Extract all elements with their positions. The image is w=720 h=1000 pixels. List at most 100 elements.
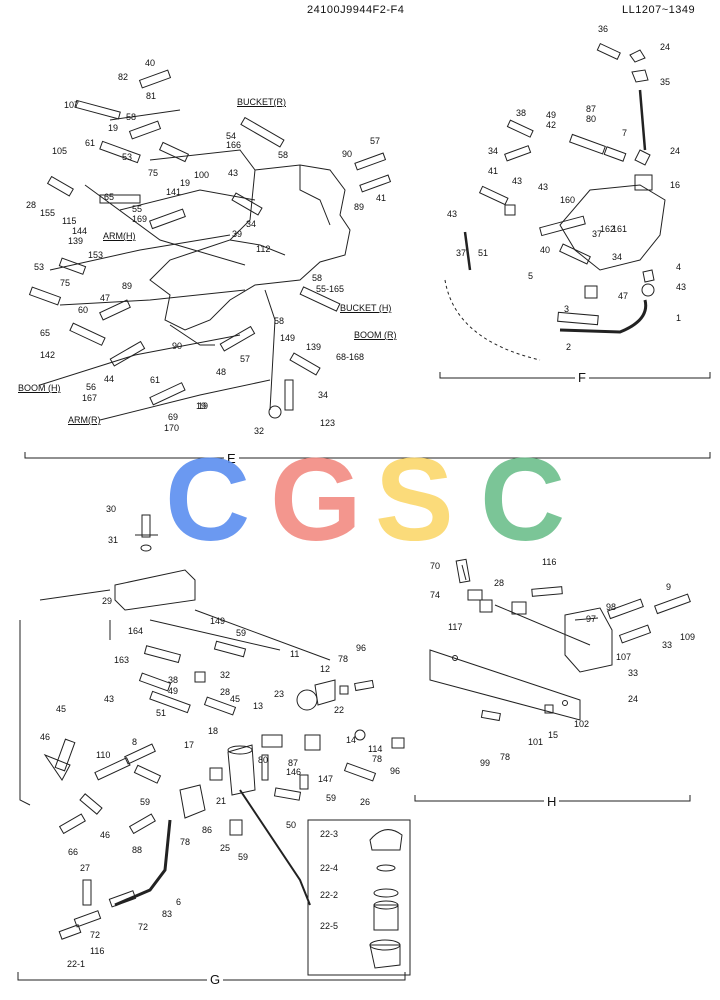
callout-number: 90 [172, 341, 182, 351]
callout-number: 96 [356, 643, 366, 653]
callout-number: 28 [220, 687, 230, 697]
callout-number: 35 [660, 77, 670, 87]
callout-number: 149 [210, 616, 225, 626]
callout-number: 60 [78, 305, 88, 315]
callout-number: 55-165 [316, 284, 344, 294]
callout-number: 32 [220, 670, 230, 680]
callout-number: 80 [258, 755, 268, 765]
callout-number: 75 [60, 278, 70, 288]
callout-number: 31 [108, 535, 118, 545]
callout-number: 100 [194, 170, 209, 180]
callout-number: 26 [360, 797, 370, 807]
callout-number: 61 [150, 375, 160, 385]
callout-number: 56 [86, 382, 96, 392]
callout-number: 105 [52, 146, 67, 156]
callout-number: 18 [208, 726, 218, 736]
callout-number: 4 [676, 262, 681, 272]
callout-number: 107 [616, 652, 631, 662]
callout-number: 116 [90, 946, 104, 956]
callout-number: 43 [228, 168, 238, 178]
callout-number: 80 [586, 114, 596, 124]
label-bucket-h: BUCKET (H) [340, 303, 392, 313]
callout-number: 39 [232, 229, 242, 239]
callout-number: 34 [488, 146, 498, 156]
callout-number: 43 [104, 694, 114, 704]
callout-number: 9 [666, 582, 671, 592]
callout-number: 82 [118, 72, 128, 82]
callout-number: 69 [168, 412, 178, 422]
callout-number: 163 [114, 655, 129, 665]
callout-number: 19 [180, 178, 190, 188]
callout-number: 27 [80, 863, 90, 873]
callout-number: 44 [104, 374, 114, 384]
callout-number: 116 [542, 557, 556, 567]
callout-number: 25 [220, 843, 230, 853]
callout-number: 58 [312, 273, 322, 283]
label-boom-h: BOOM (H) [18, 383, 61, 393]
callout-number: 38 [168, 675, 178, 685]
callout-number: 8 [132, 737, 137, 747]
watermark-letter: C [480, 445, 565, 555]
callout-number: 49 [168, 686, 178, 696]
callout-number: 147 [318, 774, 333, 784]
callout-number: 5 [528, 271, 533, 281]
callout-number: 86 [202, 825, 212, 835]
drawing-number: 24100J9944F2-F4 [307, 4, 405, 16]
callout-number: 65 [104, 192, 114, 202]
callout-number: 41 [488, 166, 498, 176]
callout-number: 22-4 [320, 863, 338, 873]
callout-number: 164 [128, 626, 143, 636]
callout-number: 160 [560, 195, 575, 205]
callout-number: 107 [64, 100, 79, 110]
callout-number: 78 [180, 837, 190, 847]
section-label-f: F [575, 370, 589, 385]
callout-number: 17 [184, 740, 194, 750]
serial-range: LL1207~1349 [622, 4, 696, 16]
callout-number: 97 [586, 614, 596, 624]
watermark-letter: S [375, 445, 454, 555]
callout-number: 139 [68, 236, 83, 246]
callout-number: 142 [40, 350, 55, 360]
callout-number: 19 [198, 401, 208, 411]
callout-number: 43 [447, 209, 457, 219]
callout-number: 40 [540, 245, 550, 255]
callout-number: 22 [334, 705, 344, 715]
watermark-letter: C [165, 445, 250, 555]
callout-number: 96 [390, 766, 400, 776]
callout-number: 59 [326, 793, 336, 803]
callout-number: 170 [164, 423, 179, 433]
callout-number: 70 [430, 561, 440, 571]
callout-number: 16 [670, 180, 680, 190]
callout-number: 65 [40, 328, 50, 338]
callout-number: 7 [622, 128, 627, 138]
callout-number: 112 [256, 244, 270, 254]
callout-number: 169 [132, 214, 147, 224]
callout-number: 54 [226, 131, 236, 141]
callout-number: 59 [236, 628, 246, 638]
callout-number: 78 [338, 654, 348, 664]
callout-number: 40 [145, 58, 155, 68]
callout-number: 34 [318, 390, 328, 400]
callout-number: 139 [306, 342, 321, 352]
callout-number: 2 [566, 342, 571, 352]
callout-number: 49 [546, 110, 556, 120]
callout-number: 74 [430, 590, 440, 600]
callout-number: 13 [253, 701, 263, 711]
callout-number: 47 [618, 291, 628, 301]
callout-number: 21 [216, 796, 226, 806]
callout-number: 110 [96, 750, 110, 760]
callout-number: 50 [286, 820, 296, 830]
callout-number: 78 [372, 754, 382, 764]
callout-number: 115 [62, 216, 76, 226]
callout-number: 46 [40, 732, 50, 742]
callout-number: 34 [246, 219, 256, 229]
label-bucket-r: BUCKET(R) [237, 97, 286, 107]
callout-number: 29 [102, 596, 112, 606]
callout-number: 47 [100, 293, 110, 303]
callout-number: 58 [126, 112, 136, 122]
callout-number: 34 [612, 252, 622, 262]
callout-number: 166 [226, 140, 241, 150]
callout-number: 36 [598, 24, 608, 34]
